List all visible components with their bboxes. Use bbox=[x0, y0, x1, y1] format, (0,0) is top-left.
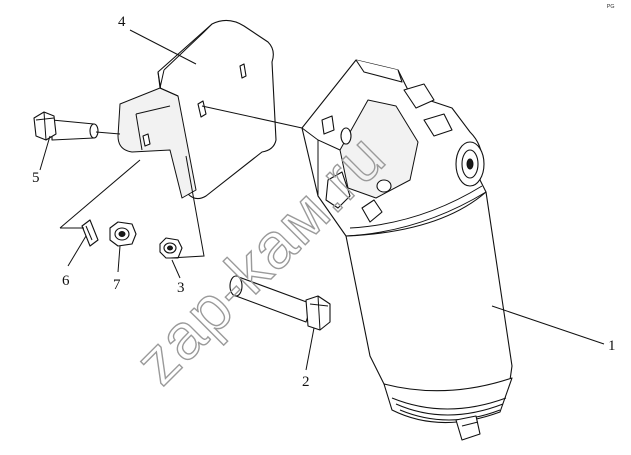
bracket-plate-part-4 bbox=[117, 19, 277, 200]
bracket-slot bbox=[197, 100, 207, 118]
bolt-part-2 bbox=[229, 275, 331, 331]
fuel-filter-part-1 bbox=[301, 59, 513, 441]
leader-line-7 bbox=[117, 245, 121, 273]
callout-4: 4 bbox=[118, 14, 126, 30]
leader-line-bolt-to-bracket bbox=[95, 131, 121, 135]
washer-part-6 bbox=[81, 219, 99, 247]
callout-5: 5 bbox=[32, 170, 40, 186]
leader-line-washer-assembly bbox=[59, 159, 141, 229]
leader-line-4 bbox=[129, 29, 197, 65]
leader-line-2 bbox=[305, 327, 315, 371]
callout-2: 2 bbox=[302, 374, 310, 390]
nut-part-7 bbox=[109, 221, 137, 247]
bolt-part-5 bbox=[33, 111, 99, 141]
corner-mark: ᴾᴳ bbox=[607, 3, 614, 12]
leader-line-6 bbox=[67, 235, 87, 267]
bracket-slot bbox=[142, 133, 151, 147]
leader-line-3 bbox=[171, 259, 181, 279]
nut-part-3 bbox=[159, 237, 183, 259]
leader-line-nut-assembly bbox=[169, 155, 205, 259]
bracket-slot bbox=[239, 63, 247, 79]
callout-3: 3 bbox=[177, 280, 185, 296]
callout-1: 1 bbox=[608, 338, 616, 354]
callout-6: 6 bbox=[62, 273, 70, 289]
leader-lines bbox=[39, 29, 605, 371]
leader-line-1 bbox=[491, 305, 605, 345]
leader-line-5 bbox=[39, 135, 51, 171]
callout-7: 7 bbox=[113, 277, 121, 293]
leader-line-bracket-to-head bbox=[201, 105, 303, 129]
